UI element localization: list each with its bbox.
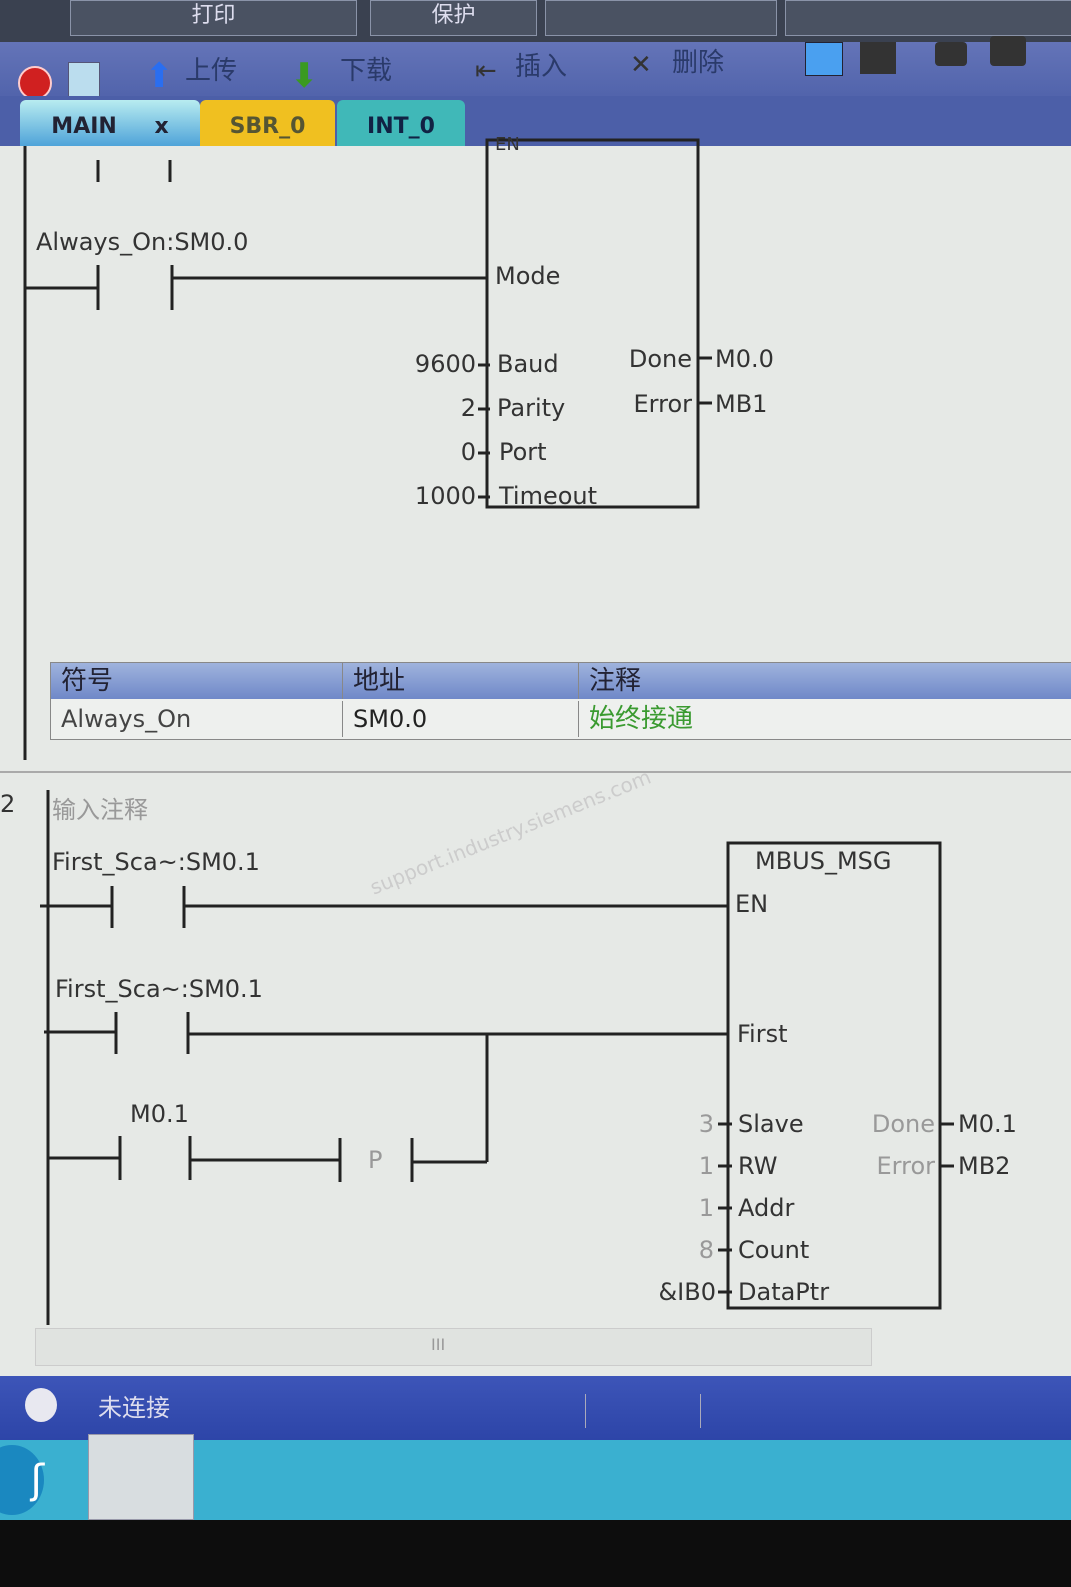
symbol-header: 符号 — [51, 663, 343, 699]
upload-button[interactable]: 上传 — [185, 56, 238, 86]
tab-int0[interactable]: INT_0 — [337, 100, 465, 148]
pin-label: Parity — [497, 394, 566, 422]
connection-status-icon — [25, 1388, 57, 1422]
stop-icon[interactable] — [18, 66, 52, 100]
pin-label: Timeout — [499, 482, 598, 510]
network-number: 2 — [0, 790, 16, 818]
comment-header: 注释 — [579, 663, 1071, 699]
tool-icon[interactable] — [935, 42, 967, 66]
upload-arrow-icon[interactable]: ⬆ — [145, 56, 174, 96]
start-button-icon[interactable]: ʃ — [0, 1445, 44, 1515]
network-comment[interactable]: 输入注释 — [52, 796, 148, 824]
pin-label: Port — [499, 438, 547, 466]
pin-label: Done — [871, 1110, 935, 1138]
pin-value: 3 — [698, 1110, 714, 1138]
contact-label: First_Sca~:SM0.1 — [55, 975, 263, 1003]
scroll-grip[interactable]: III — [431, 1335, 446, 1354]
address-header: 地址 — [343, 663, 579, 699]
download-button[interactable]: 下载 — [340, 56, 393, 86]
ribbon-button[interactable] — [785, 0, 1071, 36]
pin-label: Addr — [738, 1194, 795, 1222]
close-icon[interactable]: x — [154, 114, 169, 139]
pin-label: DataPtr — [738, 1278, 830, 1306]
mbus-msg-block — [726, 841, 942, 1310]
address-cell: SM0.0 — [343, 701, 579, 737]
pin-value: 9600 — [414, 350, 476, 378]
en-pin-label: EN — [495, 134, 520, 155]
delete-icon[interactable]: ✕ — [630, 50, 652, 80]
print-button[interactable]: 打印 — [70, 0, 357, 36]
pin-label: Error — [633, 390, 693, 418]
status-chart-icon[interactable] — [860, 42, 896, 74]
pin-label: Slave — [738, 1110, 804, 1138]
monitor-bezel — [0, 1520, 1071, 1587]
contact-label: Always_On:SM0.0 — [36, 228, 249, 256]
symbol-table: 符号 地址 注释 Always_On SM0.0 始终接通 — [50, 662, 1071, 740]
pin-value: 2 — [460, 394, 476, 422]
monitor-icon[interactable] — [805, 42, 843, 76]
taskbar: ʃ — [0, 1434, 1071, 1522]
pin-value: &IB0 — [658, 1278, 716, 1306]
symbol-cell: Always_On — [51, 701, 343, 737]
pin-value: 8 — [698, 1236, 714, 1264]
pin-label: Mode — [495, 262, 561, 290]
positive-edge-label: P — [368, 1146, 383, 1174]
download-arrow-icon[interactable]: ⬇ — [290, 56, 319, 96]
pin-value: MB2 — [958, 1152, 1011, 1180]
pin-value: 1000 — [414, 482, 476, 510]
pin-value: 1 — [698, 1194, 714, 1222]
contact-label: M0.1 — [130, 1100, 189, 1128]
pin-value: M0.1 — [958, 1110, 1017, 1138]
pin-value: 1 — [698, 1152, 714, 1180]
tab-sbr0[interactable]: SBR_0 — [200, 100, 335, 148]
taskbar-app-icon[interactable] — [88, 1434, 194, 1520]
ladder-editor[interactable] — [0, 146, 1071, 1376]
insert-button[interactable]: 插入 — [515, 52, 568, 82]
protect-button[interactable]: 保护 — [370, 0, 537, 36]
top-ribbon: 打印 保护 — [0, 0, 1071, 42]
horizontal-scrollbar[interactable]: III — [35, 1328, 872, 1366]
compile-icon[interactable] — [68, 62, 100, 100]
pin-value: MB1 — [715, 390, 768, 418]
pin-value: 0 — [460, 438, 476, 466]
connection-status: 未连接 — [98, 1394, 170, 1422]
comment-cell: 始终接通 — [589, 704, 694, 734]
tab-main[interactable]: MAIN x — [20, 100, 200, 148]
pin-label: Error — [876, 1152, 936, 1180]
block-title: MBUS_MSG — [755, 847, 892, 875]
tool-icon[interactable] — [990, 36, 1026, 66]
delete-button[interactable]: 删除 — [672, 48, 725, 78]
pin-label: EN — [735, 890, 769, 918]
tab-main-label: MAIN — [51, 114, 117, 139]
pin-label: Count — [738, 1236, 810, 1264]
pin-label: Done — [628, 345, 692, 373]
pin-label: RW — [738, 1152, 778, 1180]
pin-label: First — [737, 1020, 788, 1048]
pin-value: M0.0 — [715, 345, 774, 373]
insert-icon[interactable]: ⇤ — [475, 56, 497, 86]
contact-label: First_Sca~:SM0.1 — [52, 848, 260, 876]
status-bar: 未连接 — [0, 1376, 1071, 1440]
port-init-block — [485, 138, 700, 509]
ribbon-button[interactable] — [545, 0, 777, 36]
pin-label: Baud — [497, 350, 559, 378]
